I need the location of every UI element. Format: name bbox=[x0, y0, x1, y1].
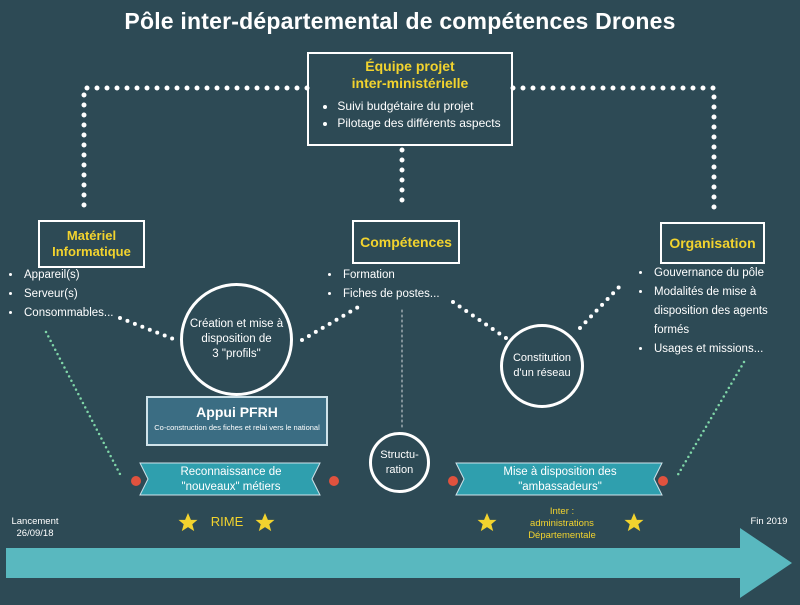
list-item: Serveur(s) bbox=[22, 285, 152, 304]
structuration-line1: Structu- bbox=[380, 448, 419, 461]
structuration-circle: Structu- ration bbox=[369, 432, 430, 493]
profils-line2: disposition de bbox=[201, 333, 272, 345]
materiel-box: Matériel Informatique bbox=[38, 220, 145, 268]
green-dotted-left bbox=[44, 330, 124, 480]
red-dot bbox=[131, 476, 141, 486]
timeline-start-label: Lancement bbox=[11, 516, 59, 527]
list-item: Consommables... bbox=[22, 304, 152, 323]
profils-circle: Création et mise à disposition de 3 "pro… bbox=[180, 283, 293, 396]
inter-line1: Inter : bbox=[549, 506, 575, 517]
profils-line1: Création et mise à bbox=[189, 318, 284, 330]
ribbon-right-line2: "ambassadeurs" bbox=[518, 481, 602, 493]
ribbon-left-line1: Reconnaissance de bbox=[180, 466, 282, 478]
star-icon bbox=[624, 513, 644, 532]
list-item: Appareil(s) bbox=[22, 266, 152, 285]
reseau-circle: Constitution d'un réseau bbox=[500, 324, 584, 408]
ribbon-left-text: Reconnaissance de "nouveaux" métiers bbox=[148, 465, 314, 495]
organisation-list: Gouvernance du pôle Modalités de mise à … bbox=[638, 264, 800, 359]
materiel-title-line1: Matériel bbox=[66, 228, 117, 243]
reseau-line2: d'un réseau bbox=[513, 367, 571, 379]
star-icon bbox=[477, 513, 497, 532]
ribbon-left-shape bbox=[139, 462, 321, 496]
pfrh-title: Appui PFRH bbox=[196, 404, 278, 420]
green-dotted-right bbox=[674, 360, 746, 480]
red-dot bbox=[329, 476, 339, 486]
ribbon-right-line1: Mise à disposition des bbox=[503, 466, 617, 478]
connector-top-left bbox=[81, 85, 310, 209]
organisation-box: Organisation bbox=[660, 222, 765, 264]
timeline-arrow bbox=[6, 528, 792, 598]
equipe-title-line1: Équipe projet bbox=[365, 58, 455, 74]
connector-org-reseau bbox=[578, 284, 622, 330]
competences-title: Compétences bbox=[360, 234, 452, 250]
competences-list: Formation Fiches de postes... bbox=[327, 266, 491, 304]
profils-line3: 3 "profils" bbox=[212, 348, 261, 360]
list-item: Pilotage des différents aspects bbox=[337, 115, 500, 132]
ribbon-right-text: Mise à disposition des "ambassadeurs" bbox=[464, 465, 656, 495]
appui-pfrh-box: Appui PFRH Co-construction des fiches et… bbox=[146, 396, 328, 446]
list-item: Fiches de postes... bbox=[341, 285, 491, 304]
list-item: Gouvernance du pôle bbox=[652, 264, 800, 283]
structuration-line2: ration bbox=[385, 463, 414, 476]
timeline-start: Lancement 26/09/18 bbox=[4, 516, 66, 540]
connector-comp-reseau bbox=[451, 300, 508, 340]
star-icon bbox=[255, 513, 275, 532]
ribbon-left-line2: "nouveaux" métiers bbox=[181, 481, 281, 493]
inter-label: Inter : administrations Départementale bbox=[508, 506, 616, 542]
red-dot bbox=[448, 476, 458, 486]
timeline-start-date: 26/09/18 bbox=[16, 528, 54, 539]
connector-comp-profils bbox=[300, 304, 362, 342]
organisation-title: Organisation bbox=[669, 235, 756, 251]
list-item: Usages et missions... bbox=[652, 340, 800, 359]
diagram-title: Pôle inter-départemental de compétences … bbox=[124, 8, 676, 34]
reseau-line1: Constitution bbox=[512, 352, 572, 364]
star-icon bbox=[178, 513, 198, 532]
inter-line2: administrations bbox=[530, 518, 594, 529]
materiel-list: Appareil(s) Serveur(s) Consommables... bbox=[8, 266, 152, 323]
rime-label: RIME bbox=[210, 514, 244, 529]
competences-box: Compétences bbox=[352, 220, 460, 264]
materiel-title-line2: Informatique bbox=[52, 244, 131, 259]
red-dot bbox=[658, 476, 668, 486]
list-item: Formation bbox=[341, 266, 491, 285]
equipe-list: Suivi budgétaire du projet Pilotage des … bbox=[319, 98, 500, 132]
list-item: Modalités de mise à disposition des agen… bbox=[652, 283, 800, 340]
timeline-end-label: Fin 2019 bbox=[750, 516, 788, 527]
inter-line3: Départementale bbox=[528, 530, 596, 541]
pfrh-subtitle: Co-construction des fiches et relai vers… bbox=[154, 423, 320, 432]
list-item: Suivi budgétaire du projet bbox=[337, 98, 500, 115]
connector-mat-profils bbox=[118, 316, 178, 342]
equipe-projet-box: Équipe projet inter-ministérielle Suivi … bbox=[307, 52, 513, 146]
ribbon-right-shape bbox=[455, 462, 663, 496]
equipe-title-line2: inter-ministérielle bbox=[351, 75, 469, 91]
connector-top-right bbox=[510, 85, 717, 215]
